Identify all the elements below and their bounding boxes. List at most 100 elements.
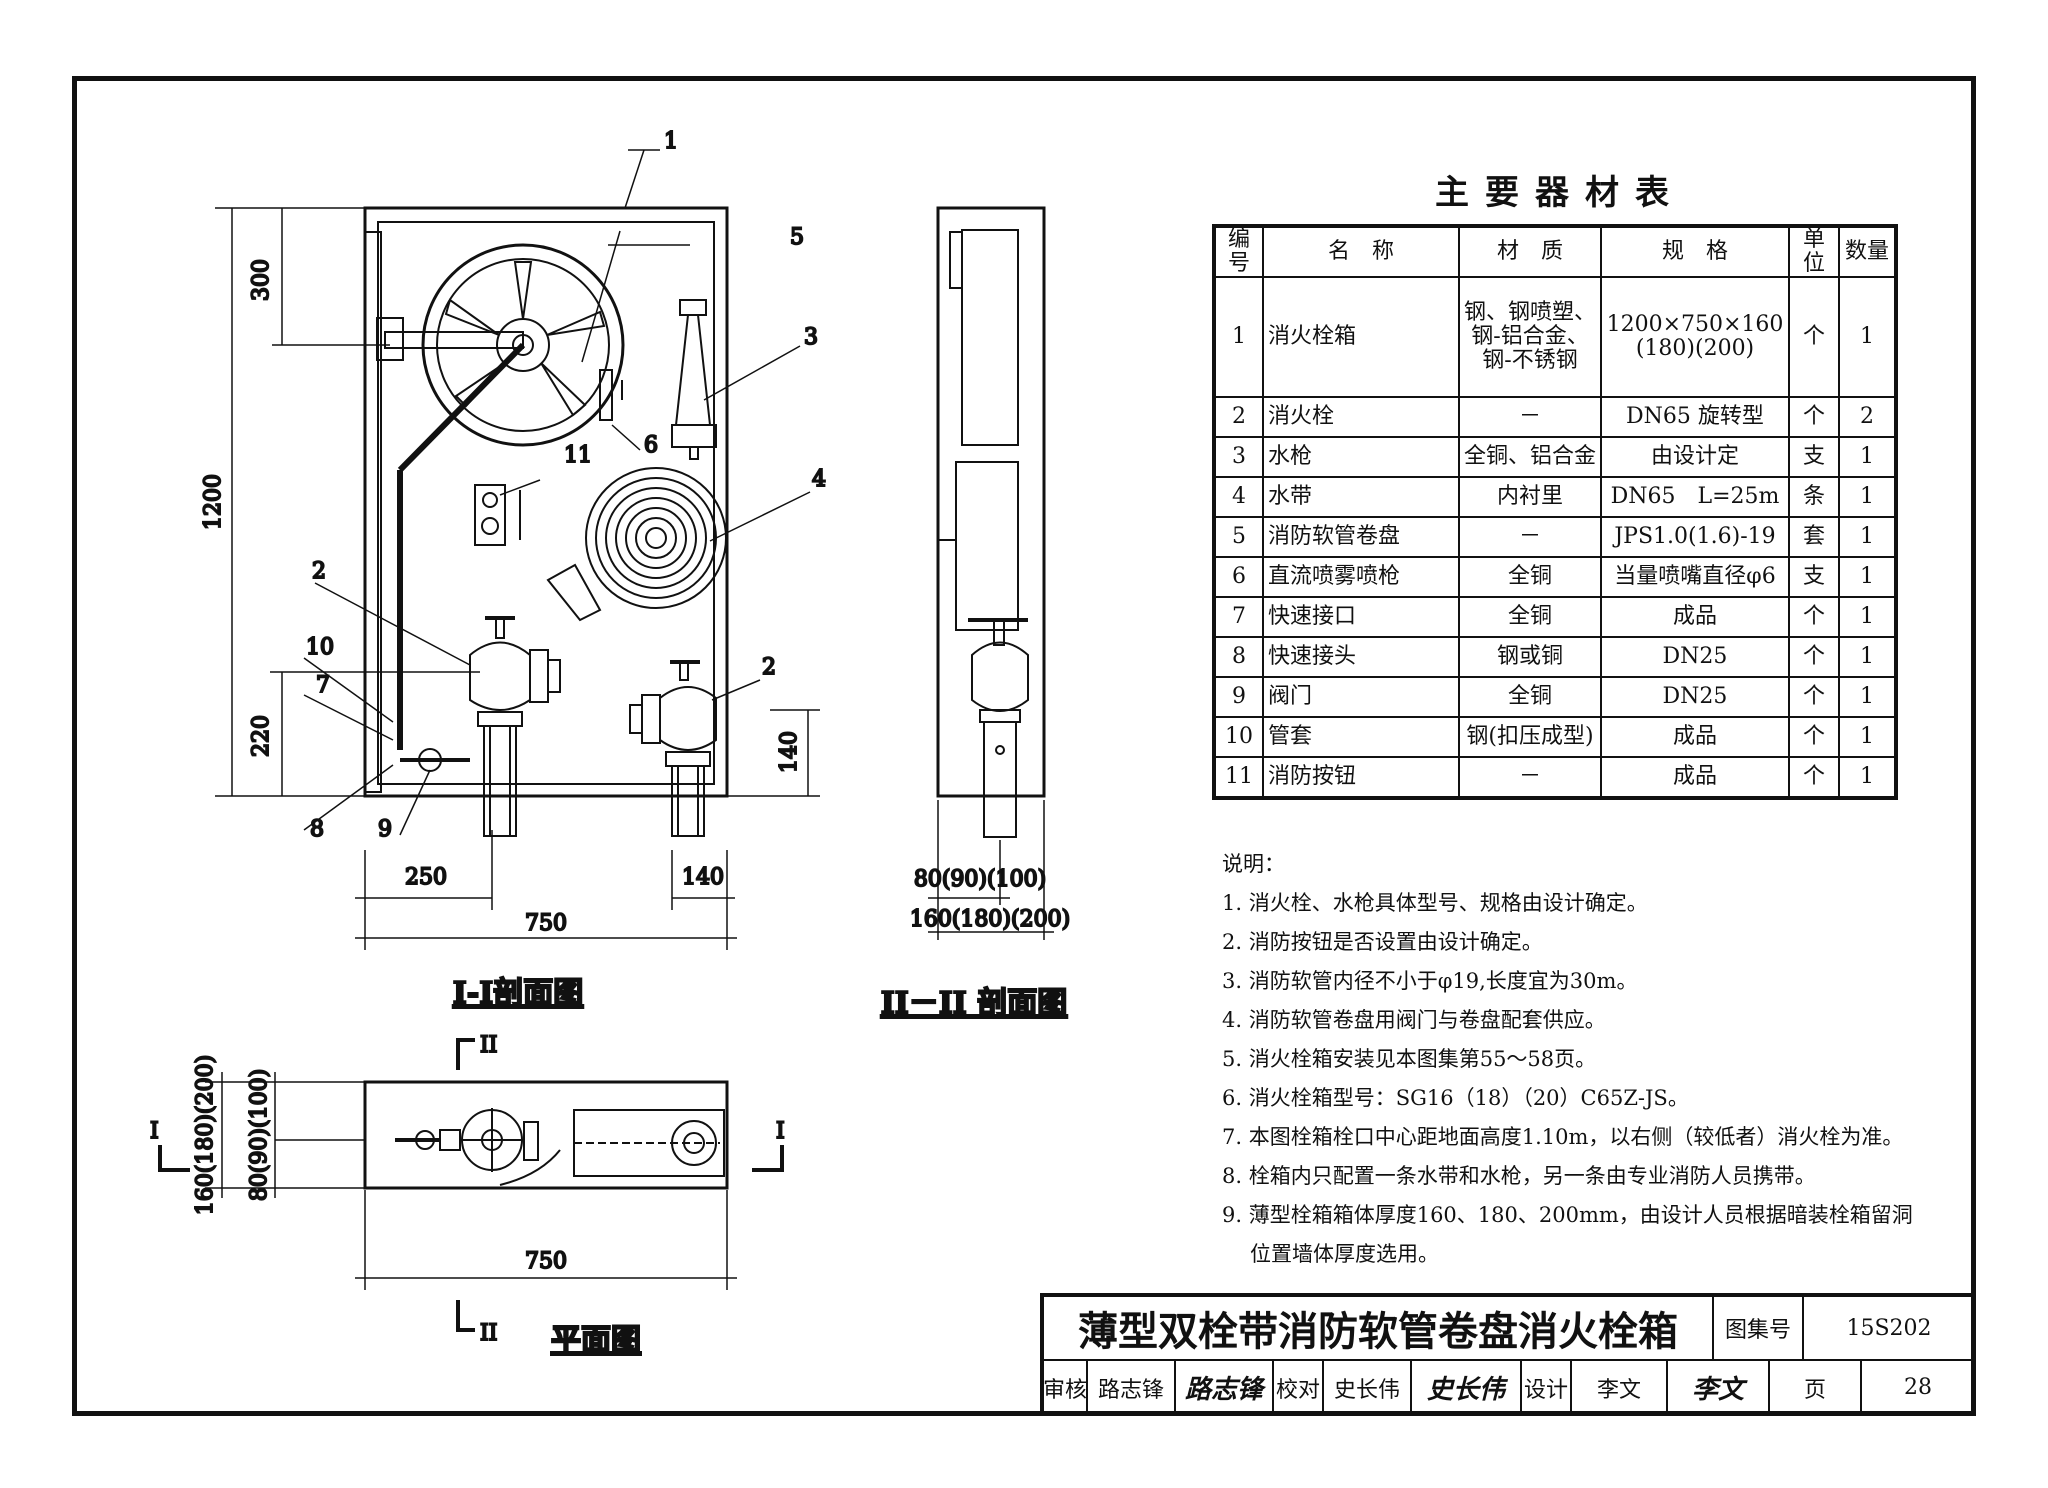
spray-nozzle [599, 369, 623, 421]
cell-qty: 1 [1838, 676, 1897, 718]
dim-depth-hydrant: 80(90)(100) [914, 867, 1046, 892]
cell-no: 2 [1213, 396, 1264, 438]
callout-6: 6 [644, 433, 658, 458]
cell-qty: 1 [1838, 516, 1897, 558]
dim-h-bottom-right: 140 [777, 731, 802, 773]
notes-heading: 说明： [1222, 852, 1285, 876]
plan-dimensions [205, 1072, 737, 1290]
cell-material: 钢、钢喷塑、 钢-铝合金、 钢-不锈钢 [1458, 276, 1602, 398]
section-marks [158, 1038, 784, 1332]
review-label: 审核 [1043, 1361, 1088, 1416]
door-hinge-strip [364, 231, 382, 793]
hydrant-left [469, 616, 561, 837]
plan-dim-depth-hydrant: 80(90)(100) [247, 1069, 272, 1201]
section-1-caption: I-I剖面图 [453, 976, 584, 1011]
cell-material: 钢(扣压成型) [1458, 716, 1602, 758]
designer-signature: 李文 [1668, 1361, 1770, 1416]
cell-unit: 个 [1788, 396, 1840, 438]
materials-header-row: 编号 名 称 材 质 规 格 单位 数量 [1213, 225, 1897, 278]
callout-1: 1 [664, 129, 678, 154]
plan-mark-1-left: I [150, 1119, 159, 1144]
section-1-1: 300 1200 220 140 250 140 750 1 11 5 3 4 … [200, 128, 827, 1012]
cabinet-inner [377, 221, 715, 785]
dim-w-left: 250 [405, 865, 447, 890]
dimension-lines [215, 149, 820, 950]
note-item: 7. 本图栓箱栓口中心距地面高度1.10m，以右侧（较低者）消火栓为准。 [1222, 1125, 1904, 1149]
cell-name: 快速接头 [1262, 636, 1460, 678]
notes: 说明： 1. 消火栓、水枪具体型号、规格由设计确定。 2. 消防按钮是否设置由设… [1222, 845, 1913, 1274]
cell-material: － [1458, 756, 1602, 799]
cell-name: 消防按钮 [1262, 756, 1460, 799]
title-block: 薄型双栓带消防软管卷盘消火栓箱 图集号 15S202 审核 路志锋 路志锋 校对… [1040, 1293, 1976, 1416]
cell-no: 10 [1213, 716, 1264, 758]
cell-spec: 成品 [1600, 716, 1790, 758]
cell-material: 钢或铜 [1458, 636, 1602, 678]
note-item: 2. 消防按钮是否设置由设计确定。 [1222, 930, 1543, 954]
reviewer-signature: 路志锋 [1176, 1361, 1274, 1416]
callout-2-left: 2 [312, 559, 326, 584]
cell-qty: 1 [1838, 436, 1897, 478]
plan-view: II II I I 750 160(180)(200) 80(90)(100) … [149, 1032, 786, 1359]
cell-no: 8 [1213, 636, 1264, 678]
cell-spec: DN65 L=25m [1600, 476, 1790, 518]
cell-unit: 条 [1788, 476, 1840, 518]
cell-no: 11 [1213, 756, 1264, 799]
cell-unit: 个 [1788, 636, 1840, 678]
hydrant-side [968, 618, 1029, 838]
section-2-dimensions [928, 800, 1054, 940]
callout-4: 4 [812, 467, 826, 492]
section-2-outline [936, 206, 1046, 798]
reviewer-name: 路志锋 [1088, 1361, 1176, 1416]
cell-qty: 1 [1838, 756, 1897, 799]
col-header-name: 名 称 [1262, 225, 1460, 278]
col-header-material: 材 质 [1458, 225, 1602, 278]
note-item: 9. 薄型栓箱箱体厚度160、180、200mm，由设计人员根据暗装栓箱留洞 [1222, 1203, 1913, 1227]
plan-mark-2-bottom: II [480, 1321, 497, 1346]
note-item: 5. 消火栓箱安装见本图集第55～58页。 [1222, 1047, 1597, 1071]
checker-name: 史长伟 [1324, 1361, 1412, 1416]
checker-signature: 史长伟 [1412, 1361, 1522, 1416]
note-item-continued: 位置墙体厚度选用。 [1250, 1242, 1439, 1266]
cell-material: 内衬里 [1458, 476, 1602, 518]
drawing-frame [72, 76, 1976, 1416]
atlas-number: 15S202 [1804, 1297, 1976, 1361]
cell-no: 4 [1213, 476, 1264, 518]
cell-name: 水枪 [1262, 436, 1460, 478]
callout-3: 3 [804, 325, 818, 350]
cell-material: － [1458, 396, 1602, 438]
cell-spec: 成品 [1600, 756, 1790, 799]
plan-mark-2-top: II [480, 1033, 497, 1058]
cell-spec: 当量喷嘴直径φ6 [1600, 556, 1790, 598]
section-2-caption: II－II 剖面图 [881, 986, 1068, 1021]
cell-unit: 个 [1788, 716, 1840, 758]
dim-depth-total: 160(180)(200) [910, 907, 1070, 932]
cell-name: 消防软管卷盘 [1262, 516, 1460, 558]
plan-mark-1-right: I [776, 1119, 785, 1144]
cell-material: 全铜 [1458, 556, 1602, 598]
section-2-2: 80(90)(100) 160(180)(200) II－II 剖面图 [880, 206, 1071, 1022]
cell-spec: DN25 [1600, 676, 1790, 718]
cell-qty: 1 [1838, 636, 1897, 678]
design-label: 设计 [1522, 1361, 1572, 1416]
plan-hose-box [573, 1109, 725, 1177]
cell-unit: 个 [1788, 756, 1840, 799]
cell-name: 水带 [1262, 476, 1460, 518]
cell-qty: 1 [1838, 276, 1897, 398]
callout-9: 9 [378, 817, 392, 842]
cell-name: 管套 [1262, 716, 1460, 758]
cell-spec: DN25 [1600, 636, 1790, 678]
atlas-label: 图集号 [1714, 1297, 1804, 1361]
note-item: 3. 消防软管内径不小于φ19,长度宜为30m。 [1222, 969, 1638, 993]
page-number: 28 [1862, 1361, 1976, 1416]
cell-no: 7 [1213, 596, 1264, 638]
designer-name: 李文 [1572, 1361, 1668, 1416]
note-item: 4. 消防软管卷盘用阀门与卷盘配套供应。 [1222, 1008, 1606, 1032]
